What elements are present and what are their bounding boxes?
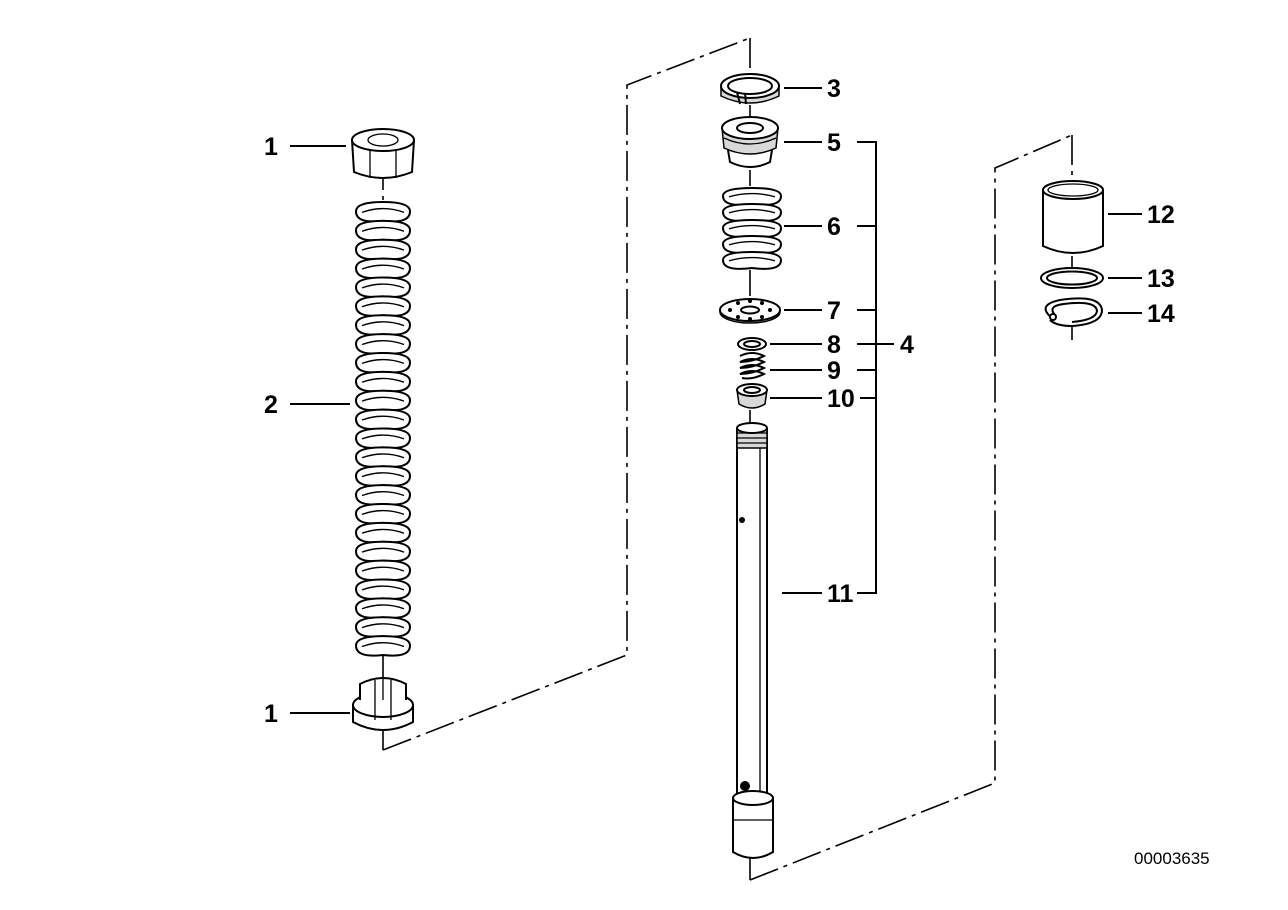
washer-ring	[1040, 267, 1104, 289]
spring-coil-inner	[728, 256, 776, 262]
small-spring	[739, 352, 767, 380]
short-spring	[721, 186, 783, 270]
spring-seat-bottom	[352, 676, 414, 731]
spring-coil-inner	[361, 453, 405, 459]
spring-coil-inner	[361, 642, 405, 648]
label-2: 2	[264, 391, 278, 419]
spring-coil-inner	[361, 585, 405, 591]
spring-coil	[354, 635, 412, 657]
spring-coil-inner	[361, 415, 405, 421]
label-3: 3	[827, 75, 841, 103]
label-11: 11	[827, 580, 854, 608]
spring-coil-inner	[361, 547, 405, 553]
spring-coil-inner	[361, 396, 405, 402]
perforated-washer	[719, 298, 781, 324]
callout-labels: 1 2 1 3 5 6 7 8 4 9 10 11 12 13 14 00003…	[264, 75, 1210, 868]
reference-number: 00003635	[1134, 849, 1210, 868]
label-7: 7	[827, 297, 841, 325]
label-12: 12	[1147, 201, 1175, 229]
alignment-lines	[382, 37, 1073, 881]
valve-bush	[736, 383, 768, 409]
spring-coil-inner	[361, 245, 405, 251]
spring-coil-inner	[361, 604, 405, 610]
spring-coil-inner	[361, 207, 405, 214]
spring-seat-top	[350, 128, 416, 179]
label-6: 6	[827, 213, 841, 241]
spring-coil-inner	[361, 566, 405, 572]
label-9: 9	[827, 357, 841, 385]
spring-coil-inner	[361, 472, 405, 478]
spring-coil-inner	[361, 623, 405, 629]
spring-coil-inner	[728, 224, 776, 230]
spring-coil-inner	[361, 340, 405, 346]
label-5: 5	[827, 129, 841, 157]
spring-coil-inner	[361, 302, 405, 308]
label-10: 10	[827, 385, 855, 413]
top-cap	[721, 116, 779, 168]
label-8: 8	[827, 331, 841, 359]
circlip	[1044, 297, 1104, 328]
spring-coil-inner	[728, 240, 776, 246]
spring-coil-inner	[361, 377, 405, 383]
label-1-bottom: 1	[264, 700, 278, 728]
spring-coil-inner	[361, 226, 405, 232]
spring-coil-inner	[361, 264, 405, 270]
label-1-top: 1	[264, 133, 278, 161]
spring-coil-inner	[361, 509, 405, 516]
o-ring	[737, 337, 767, 351]
spring-coil-inner	[361, 528, 405, 534]
label-14: 14	[1147, 300, 1175, 328]
spring-coil-inner	[361, 491, 405, 497]
split-ring	[720, 73, 780, 105]
spring-coil	[721, 250, 783, 270]
spring-coil-inner	[361, 321, 405, 327]
spring-coil-inner	[361, 434, 405, 440]
bushing-sleeve	[1042, 180, 1104, 254]
spring-coil-inner	[361, 283, 405, 289]
label-13: 13	[1147, 265, 1175, 293]
damper-tube	[732, 422, 774, 859]
spring-coil-inner	[361, 358, 405, 365]
fork-spring	[354, 200, 412, 657]
label-4: 4	[900, 331, 914, 359]
spring-coil-inner	[728, 208, 776, 214]
spring-coil-inner	[728, 192, 776, 198]
leader-lines	[290, 87, 1142, 714]
